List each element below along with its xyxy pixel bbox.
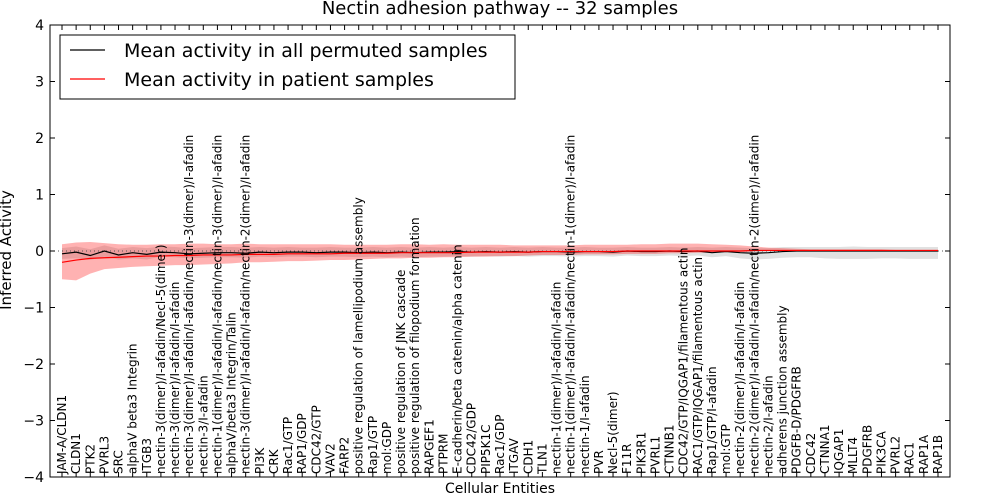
x-tick-label: ITGB3 — [140, 438, 154, 474]
series-line-patient — [61, 249, 938, 263]
x-tick-label: CTNNB1 — [663, 424, 677, 474]
x-tick-label: PTPRM — [436, 434, 450, 475]
x-tick-label: CDC42 — [804, 433, 818, 474]
x-tick-label: CTNNA1 — [818, 424, 832, 474]
x-tick-label: PIP5K1C — [479, 424, 493, 474]
x-tick-label: nectin-1/I-afadin — [578, 375, 592, 474]
x-tick-label: nectin-2(dimer)/I-afadin/I-afadin — [733, 282, 747, 474]
x-tick-label: nectin-3(dimer)/I-afadin/I-afadin/nectin… — [239, 135, 253, 474]
x-tick-label: mol:GDP — [380, 422, 394, 474]
legend-label-patient: Mean activity in patient samples — [124, 69, 434, 91]
x-tick-label: IQGAP1 — [832, 429, 846, 474]
x-tick-label: Necl-5(dimer) — [606, 391, 620, 474]
y-tick-label: −2 — [23, 357, 44, 373]
x-tick-label: PIK3R1 — [634, 432, 648, 474]
x-axis-label: Cellular Entities — [445, 481, 555, 497]
series-lines — [61, 249, 938, 263]
x-tick-label: CDC42/GTP/IQGAP1/filamentous actin — [677, 248, 691, 474]
x-tick-label: Rap1/GTP/I-afadin — [705, 366, 719, 474]
x-tick-label: nectin-3(dimer)/I-afadin/Necl-5(dimer) — [154, 244, 168, 474]
x-tick-label: CLDN1 — [69, 433, 83, 474]
x-tick-label: JAM-A/CLDN1 — [55, 395, 69, 475]
x-tick-label: RAC1 — [903, 442, 917, 474]
x-tick-label: FARP2 — [338, 437, 352, 474]
x-tick-label: PVRL2 — [889, 436, 903, 474]
y-tick-label: 2 — [35, 131, 44, 147]
x-tick-label: nectin-3/I-afadin — [196, 375, 210, 474]
x-tick-label: MLLT4 — [846, 437, 860, 474]
x-tick-label: PVR — [592, 450, 606, 474]
x-tick-label: PVRL3 — [97, 436, 111, 474]
y-tick-label: 3 — [35, 75, 44, 91]
x-tick-label: nectin-2/I-afadin — [761, 375, 775, 474]
y-tick-label: 4 — [35, 18, 44, 34]
x-tick-label: nectin-1(dimer)/I-afadin/I-afadin — [550, 282, 564, 474]
x-tick-label: CDC42/GDP — [465, 403, 479, 474]
legend-label-permuted: Mean activity in all permuted samples — [124, 40, 487, 62]
y-tick-label: 1 — [35, 188, 44, 204]
y-tick-label: −4 — [23, 470, 44, 486]
x-tick-label: positive regulation of lamellipodium ass… — [352, 197, 366, 474]
x-tick-label: PI3K — [253, 447, 267, 474]
x-tick-label: mol:GTP — [719, 424, 733, 474]
x-tick-label: CDH1 — [521, 440, 535, 474]
x-tick-label: nectin-3(dimer)/I-afadin/I-afadin/nectin… — [182, 135, 196, 474]
x-tick-label: Rap1/GTP — [366, 416, 380, 474]
y-tick-label: 0 — [35, 244, 44, 260]
x-tick-label: RAP1B — [931, 435, 945, 474]
x-tick-label: PVRL1 — [648, 436, 662, 474]
x-tick-label: positive regulation of filopodium format… — [408, 217, 422, 474]
x-tick-label: alphaV/beta3 Integrin/Talin — [225, 312, 239, 474]
x-tick-label: adherens junction assembly — [776, 305, 790, 474]
x-tick-label: Rac1/GTP — [281, 417, 295, 474]
y-tick-label: −1 — [23, 301, 44, 317]
x-tick-label: positive regulation of JNK cascade — [394, 270, 408, 474]
legend: Mean activity in all permuted samples Me… — [59, 34, 516, 100]
legend-box — [59, 34, 516, 100]
y-tick-label: −3 — [23, 414, 44, 430]
x-tick-label: E-cadherin/beta catenin/alpha catenin — [451, 244, 465, 474]
x-tick-label: RAP1A — [917, 434, 931, 474]
x-tick-label: F11R — [620, 443, 634, 474]
x-tick-label: VAV2 — [323, 443, 337, 474]
y-axis: −4 −3 −2 −1 0 1 2 3 4 — [23, 18, 950, 486]
x-tick-label: CDC42/GTP — [309, 405, 323, 474]
x-tick-label: TLN1 — [535, 443, 549, 475]
x-tick-label: PDGFB-D/PDGFRB — [790, 366, 804, 474]
x-tick-label: nectin-1(dimer)/I-afadin/I-afadin/nectin… — [564, 135, 578, 474]
x-tick-label: Rac1/GDP — [493, 415, 507, 474]
x-tick-label: nectin-3(dimer)/I-afadin/I-afadin — [168, 282, 182, 474]
x-tick-label: PIK3CA — [874, 430, 888, 474]
x-tick-label: SRC — [112, 450, 126, 474]
x-tick-label: RAP1/GDP — [295, 413, 309, 474]
x-tick-label: nectin-1(dimer)/I-afadin/I-afadin/nectin… — [210, 135, 224, 474]
y-axis-label: Inferred Activity — [0, 190, 15, 310]
x-tick-label: alphaV beta3 Integrin — [126, 343, 140, 474]
x-tick-label: ITGAV — [507, 437, 521, 474]
x-tick-label: RAPGEF1 — [422, 419, 436, 474]
x-tick-label: RAC1/GTP/IQGAP1/filamentous actin — [691, 257, 705, 474]
x-tick-label: PTK2 — [83, 444, 97, 474]
x-tick-label: PDGFRB — [860, 425, 874, 474]
x-tick-label: nectin-2(dimer)/I-afadin/I-afadin/nectin… — [747, 135, 761, 474]
x-tick-label: CRK — [267, 448, 281, 474]
chart-title: Nectin adhesion pathway -- 32 samples — [322, 0, 678, 19]
